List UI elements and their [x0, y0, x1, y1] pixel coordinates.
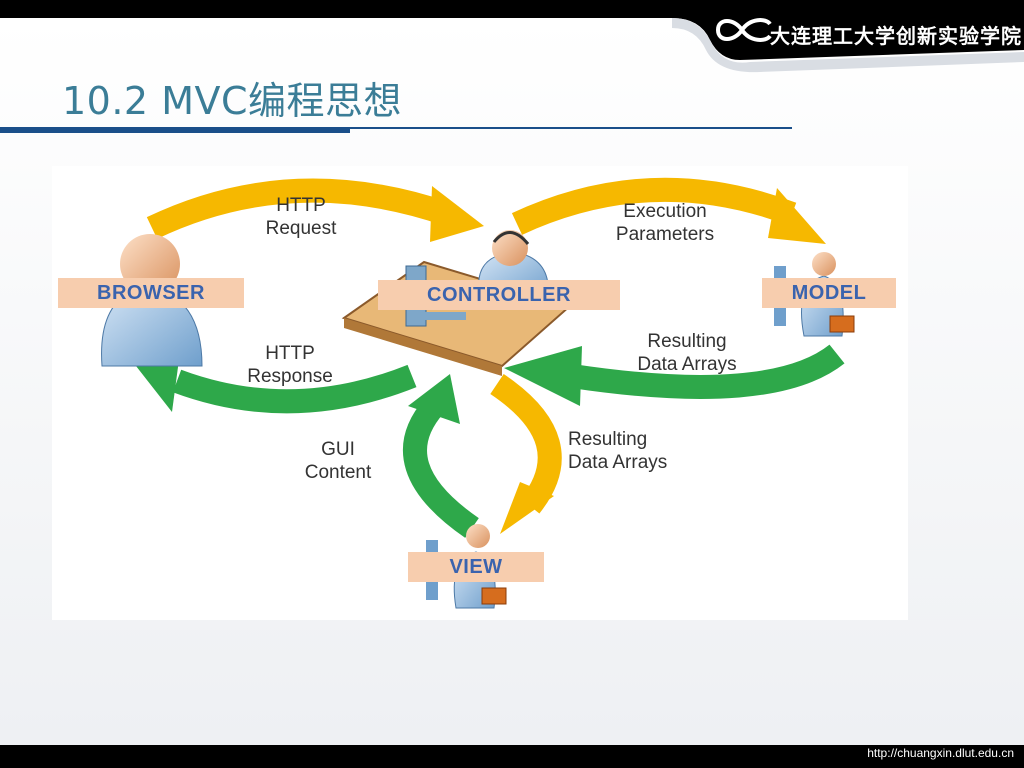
arrow-http-response: [136, 352, 417, 414]
label-http-request: HTTP Request: [265, 195, 337, 239]
node-view: VIEW: [408, 552, 544, 582]
node-controller: CONTROLLER: [378, 280, 620, 310]
arrow-execution-parameters: [511, 177, 826, 244]
node-browser: BROWSER: [58, 278, 244, 308]
page-title: 10.2 MVC编程思想: [62, 79, 403, 123]
label-resulting-data-view: Resulting Data Arrays: [568, 429, 668, 473]
logo-text: 大连理工大学创新实验学院: [770, 24, 1022, 48]
title-underline-thin: [350, 127, 792, 129]
node-model: MODEL: [762, 278, 896, 308]
mvc-diagram: HTTP Request Execution Parameters Result…: [52, 166, 908, 620]
arrow-http-request: [146, 178, 484, 242]
arrow-gui-content: [403, 374, 479, 538]
logo-icon: [715, 18, 772, 42]
label-gui-content: GUI Content: [304, 439, 372, 483]
footer-url: http://chuangxin.dlut.edu.cn: [867, 746, 1014, 760]
label-execution-parameters: Execution Parameters: [615, 201, 715, 245]
arrow-resulting-data-view: [490, 374, 562, 534]
arrow-resulting-data-model: [504, 344, 845, 406]
label-http-response: HTTP Response: [247, 343, 333, 387]
title-underline-thick: [0, 127, 350, 133]
label-resulting-data-model: Resulting Data Arrays: [637, 331, 737, 375]
